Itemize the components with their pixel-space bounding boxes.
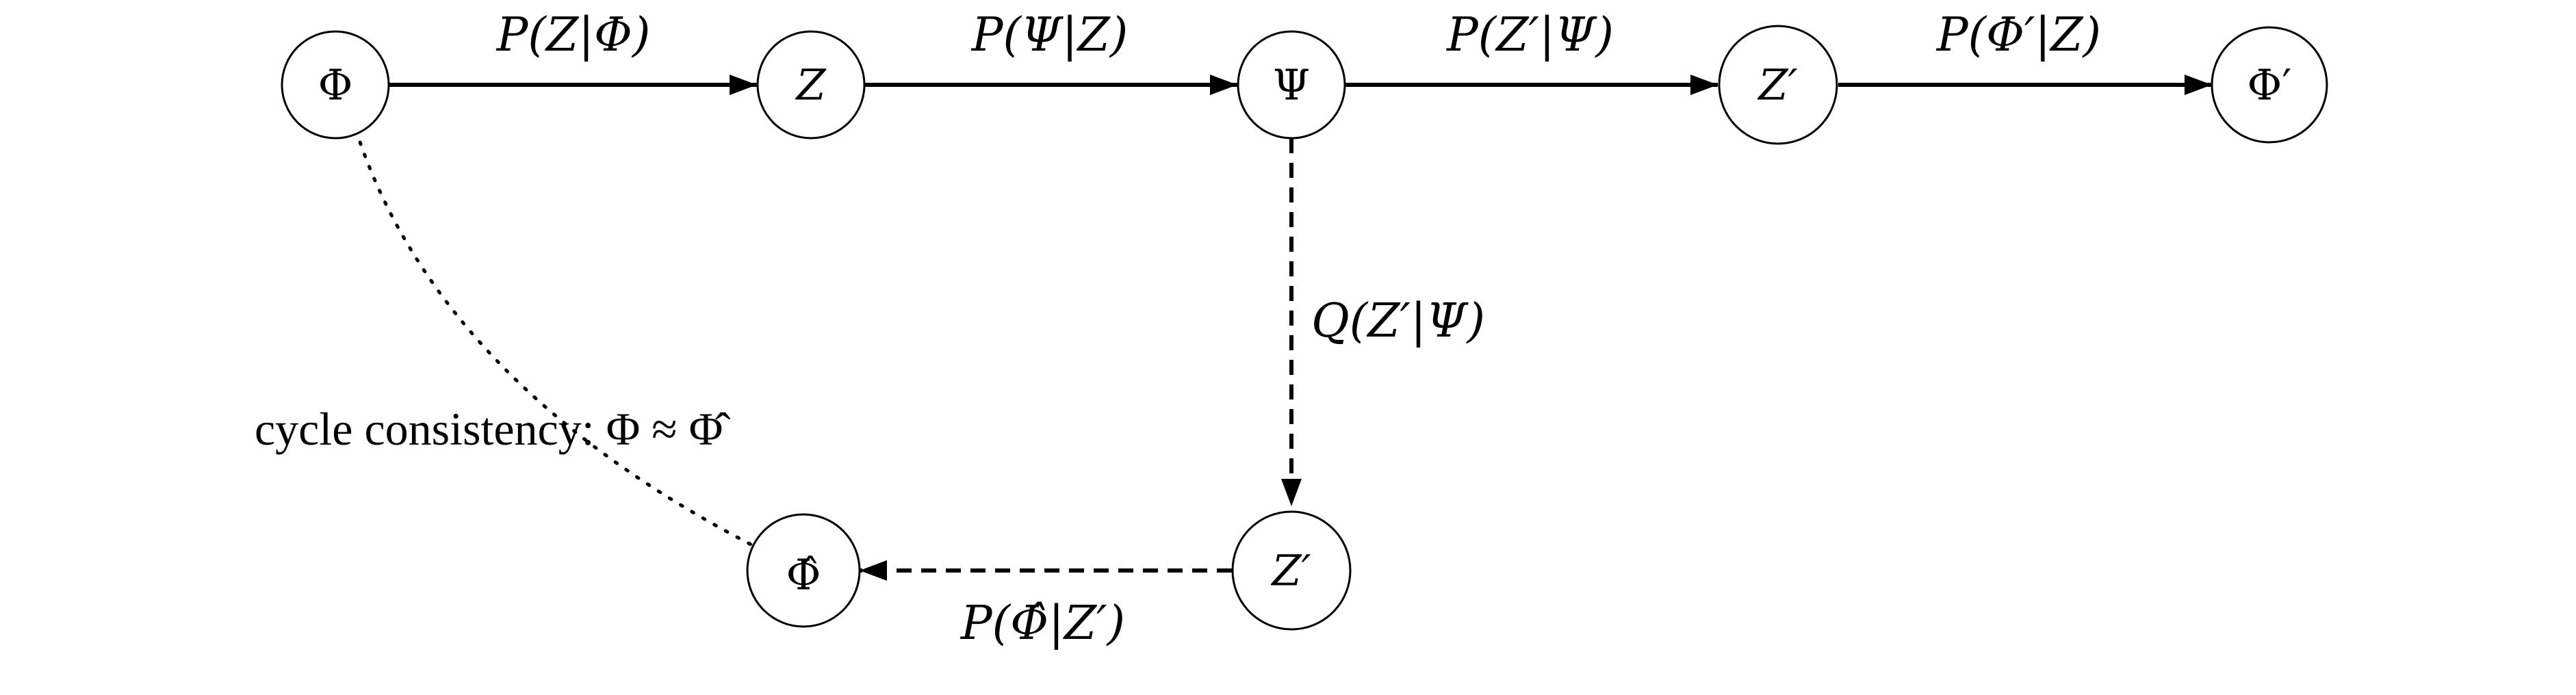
edge-label-zprime-to-phihat: P(Φ̂|Z′) (959, 596, 1125, 651)
node-psi: Ψ (1237, 30, 1346, 140)
node-z-label: Z (795, 60, 826, 110)
node-phi-prime-label: Φ′ (2247, 60, 2292, 110)
node-phi: Φ (281, 30, 390, 140)
node-phi-label: Φ (318, 60, 353, 110)
edge-label-psi-to-zprime: P(Z′|Ψ) (1445, 8, 1614, 62)
node-z: Z (756, 30, 866, 140)
node-phi-prime: Φ′ (2211, 26, 2328, 144)
node-psi-label: Ψ (1273, 60, 1310, 110)
node-z-prime-bottom-label: Z′ (1270, 546, 1311, 596)
node-z-prime-bottom: Z′ (1231, 510, 1352, 631)
node-phi-hat: Φ̂ (746, 513, 861, 628)
edge-label-psi-to-zprime-q: Q(Z′|Ψ) (1311, 294, 1485, 348)
edge-label-phi-to-z: P(Z|Φ) (495, 8, 651, 62)
node-z-prime-top-label: Z′ (1757, 60, 1797, 110)
edge-label-zprime-to-phiprime: P(Φ′|Z) (1935, 8, 2101, 62)
edge-label-z-to-psi: P(Ψ|Z) (970, 8, 1129, 62)
node-z-prime-top: Z′ (1718, 25, 1838, 145)
cycle-consistency-curve (354, 128, 758, 549)
node-phi-hat-label: Φ̂ (786, 550, 821, 600)
cycle-consistency-annotation: cycle consistency: Φ ≈ Φ̂ (255, 403, 730, 455)
